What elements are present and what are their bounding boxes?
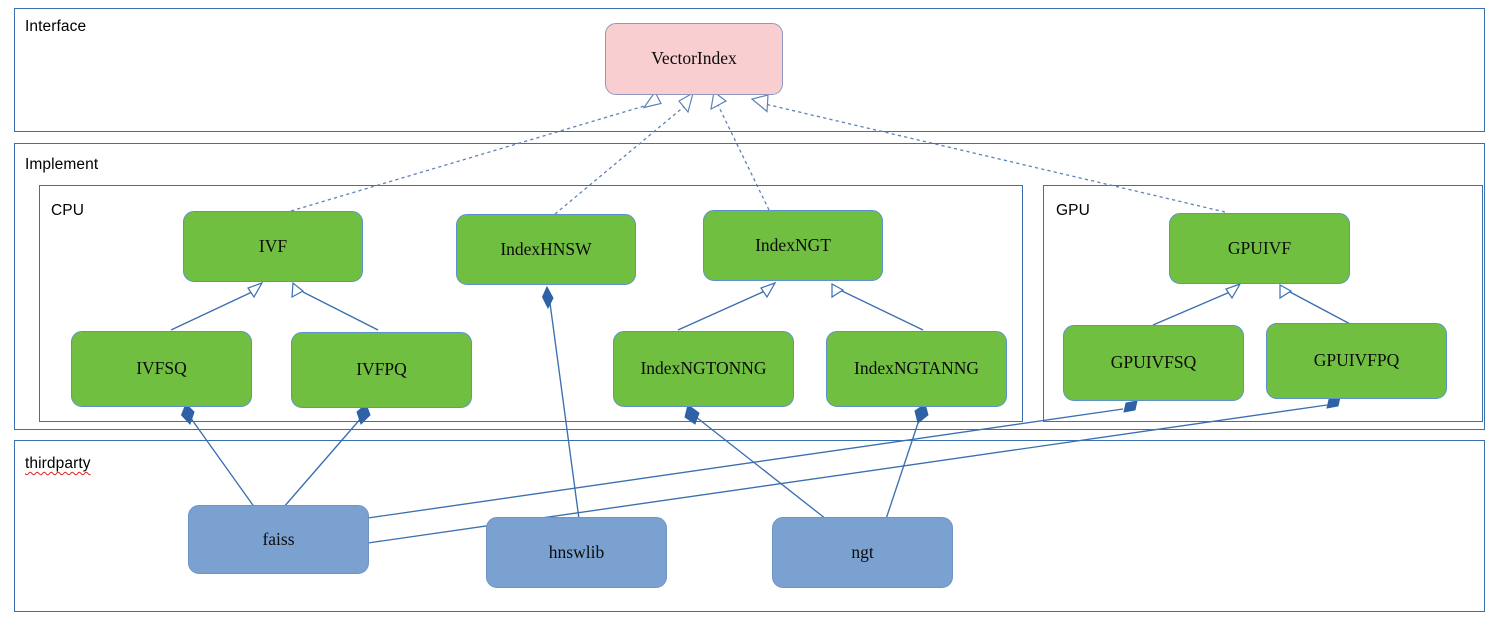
node-ivf[interactable]: IVF (183, 211, 363, 282)
node-indexngtanng[interactable]: IndexNGTANNG (826, 331, 1007, 407)
package-cpu-label: CPU (51, 202, 85, 219)
node-gpuivfpq[interactable]: GPUIVFPQ (1266, 323, 1447, 399)
node-indexngt[interactable]: IndexNGT (703, 210, 883, 281)
package-interface-label: Interface (25, 18, 87, 35)
node-vectorindex[interactable]: VectorIndex (605, 23, 783, 95)
node-gpuivfsq[interactable]: GPUIVFSQ (1063, 325, 1244, 401)
node-ivfpq[interactable]: IVFPQ (291, 332, 472, 408)
node-faiss[interactable]: faiss (188, 505, 369, 574)
node-gpuivf[interactable]: GPUIVF (1169, 213, 1350, 284)
package-implement-label: Implement (25, 156, 99, 173)
node-ivfsq[interactable]: IVFSQ (71, 331, 252, 407)
node-hnswlib[interactable]: hnswlib (486, 517, 667, 588)
node-indexhnsw[interactable]: IndexHNSW (456, 214, 636, 285)
package-gpu-label: GPU (1056, 202, 1090, 219)
node-ngt[interactable]: ngt (772, 517, 953, 588)
node-indexngtonng[interactable]: IndexNGTONNG (613, 331, 794, 407)
package-thirdparty-label: thirdparty (25, 455, 91, 472)
